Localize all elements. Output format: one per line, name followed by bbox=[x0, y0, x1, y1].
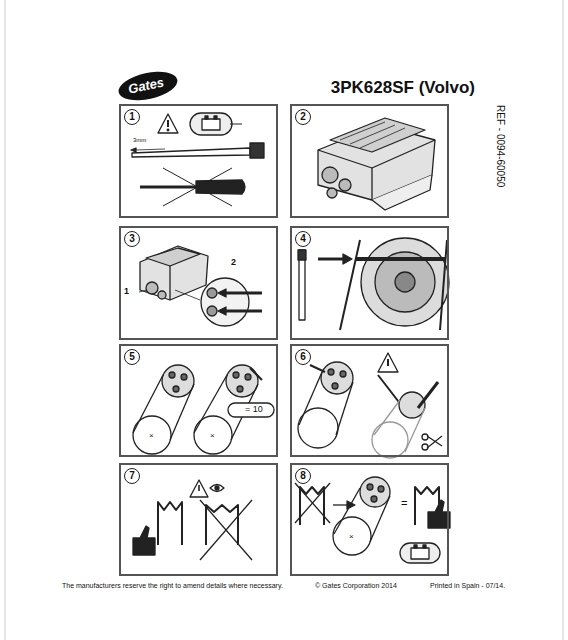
step-number: 8 bbox=[295, 468, 311, 484]
step-number: 7 bbox=[124, 468, 140, 484]
print-info: Printed in Spain - 07/14. bbox=[430, 582, 505, 589]
step-panel: 6 bbox=[290, 344, 449, 457]
svg-text:×: × bbox=[349, 532, 354, 541]
step-number: 2 bbox=[295, 109, 311, 125]
svg-text:×: × bbox=[149, 431, 154, 440]
step-panel: 7 bbox=[119, 463, 278, 576]
step-number: 1 bbox=[124, 109, 140, 125]
step-panel: 3 bbox=[119, 226, 278, 340]
svg-text:×: × bbox=[210, 431, 215, 440]
step-number: 5 bbox=[124, 349, 140, 365]
step-number: 4 bbox=[295, 231, 311, 247]
reference: REF - 0094-60050 bbox=[495, 105, 506, 187]
step-panel: 2 bbox=[290, 104, 449, 218]
torque-value: = 10 bbox=[245, 404, 263, 414]
dimension: 3mm bbox=[133, 137, 146, 143]
step-number: 6 bbox=[295, 349, 311, 365]
step-panel: 1 bbox=[119, 104, 278, 218]
callout-number: 1 bbox=[124, 286, 129, 296]
title: 3PK628SF (Volvo) bbox=[331, 78, 475, 98]
footer-note: The manufacturers reserve the right to a… bbox=[62, 582, 283, 589]
step-panel: 5 bbox=[119, 344, 278, 457]
step-panel: 4 bbox=[290, 226, 449, 340]
copyright: © Gates Corporation 2014 bbox=[315, 582, 397, 589]
step-number: 3 bbox=[124, 231, 140, 247]
equals-sign: = bbox=[401, 497, 407, 509]
step-panel: 8 bbox=[290, 463, 449, 576]
callout-number: 2 bbox=[231, 257, 236, 267]
